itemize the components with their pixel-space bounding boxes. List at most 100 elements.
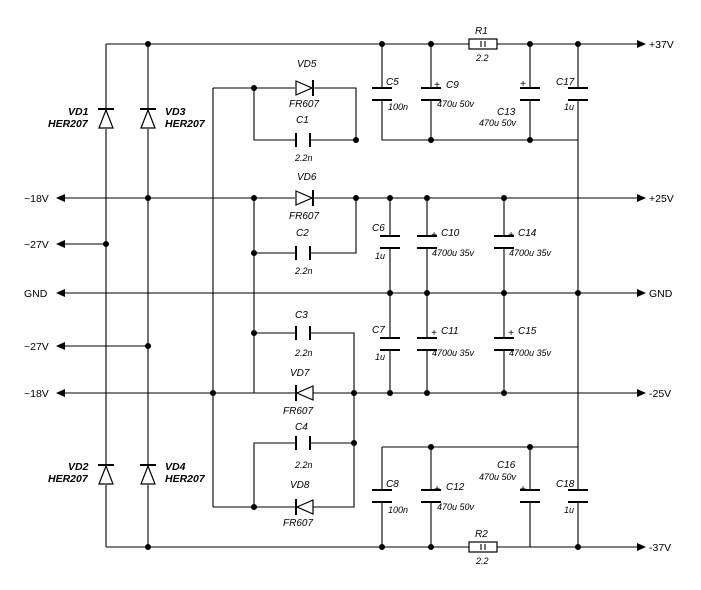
- ref-c18: C18: [556, 479, 575, 490]
- capacitor-c6: [380, 235, 400, 249]
- resistor-r1: [468, 38, 498, 50]
- capacitor-c1: [295, 133, 311, 147]
- label-ac18-top: ~18V: [24, 193, 49, 205]
- diode-vd7: [295, 385, 314, 401]
- capacitor-c2: [295, 246, 311, 260]
- ref-vd3: VD3: [165, 106, 186, 118]
- ref-c11: C11: [441, 326, 459, 337]
- ref-c7: C7: [372, 325, 385, 336]
- capacitor-c16: [520, 489, 540, 503]
- ref-c8: C8: [386, 479, 399, 490]
- arrow-ac27-top: [56, 240, 65, 248]
- label-p25: +25V: [649, 193, 674, 205]
- diode-vd2: [98, 464, 114, 485]
- capacitor-c3: [295, 326, 311, 340]
- label-m25: -25V: [649, 388, 671, 400]
- plus-c9: +: [434, 80, 440, 91]
- type-vd1: HER207: [48, 118, 89, 130]
- arrow-ac18-top: [56, 194, 65, 202]
- wires: [64, 43, 637, 548]
- ref-c9: C9: [446, 80, 459, 91]
- capacitor-c14: [494, 235, 514, 249]
- ref-vd8: VD8: [290, 480, 310, 491]
- arrow-ac18-bot: [56, 389, 65, 397]
- ref-r1: R1: [475, 26, 488, 37]
- plus-c11: +: [431, 328, 437, 339]
- value-c4: 2.2n: [294, 460, 313, 470]
- label-ac27-bot: ~27V: [24, 341, 49, 353]
- label-gnd-left: GND: [24, 288, 48, 300]
- ref-c13: C13: [497, 107, 516, 118]
- value-c9: 470u 50v: [437, 99, 475, 109]
- diode-vd5: [295, 80, 314, 96]
- label-ac18-bot: ~18V: [24, 388, 49, 400]
- value-c1: 2.2n: [294, 153, 313, 163]
- value-c7: 1u: [375, 352, 385, 362]
- capacitor-c7: [380, 337, 400, 351]
- ref-c3: C3: [295, 310, 308, 321]
- ref-vd7: VD7: [290, 368, 310, 379]
- plus-c12: +: [434, 484, 440, 495]
- plus-c15: +: [508, 328, 514, 339]
- ref-c5: C5: [386, 77, 399, 88]
- ref-vd2: VD2: [68, 461, 89, 473]
- plus-c10: +: [431, 230, 437, 241]
- label-p37: +37V: [649, 39, 674, 51]
- arrow-m37: [637, 543, 646, 551]
- ref-vd4: VD4: [165, 461, 186, 473]
- capacitor-c10: [417, 235, 437, 249]
- ref-c2: C2: [296, 228, 309, 239]
- diode-vd6: [295, 190, 314, 206]
- capacitor-c11: [417, 337, 437, 351]
- type-vd3: HER207: [165, 118, 206, 130]
- capacitor-c8: [372, 489, 392, 503]
- ref-c6: C6: [372, 223, 385, 234]
- type-vd7: FR607: [283, 406, 313, 417]
- label-ac27-top: ~27V: [24, 239, 49, 251]
- label-m37: -37V: [649, 542, 671, 554]
- value-c17: 1u: [564, 102, 574, 112]
- value-c13: 470u 50v: [479, 118, 517, 128]
- value-c6: 1u: [375, 251, 385, 261]
- type-vd2: HER207: [48, 473, 89, 485]
- rail-arrows: [56, 40, 646, 551]
- ref-c14: C14: [518, 228, 537, 239]
- type-vd6: FR607: [289, 211, 319, 222]
- diode-vd1: [98, 108, 114, 129]
- arrow-gnd-right: [637, 289, 646, 297]
- polarity-marks: + + + + + + + +: [431, 79, 526, 495]
- ref-c10: C10: [441, 228, 460, 239]
- type-vd5: FR607: [289, 99, 319, 110]
- ref-c16: C16: [497, 460, 516, 471]
- ref-vd5: VD5: [297, 59, 317, 70]
- ref-c4: C4: [295, 422, 308, 433]
- capacitor-c18: [568, 489, 588, 503]
- type-vd4: HER207: [165, 473, 206, 485]
- label-gnd-right: GND: [649, 288, 673, 300]
- value-c14: 4700u 35v: [509, 248, 552, 258]
- capacitor-c5: [372, 87, 392, 101]
- capacitor-c13: [520, 87, 540, 101]
- ref-r2: R2: [475, 529, 488, 540]
- capacitor-c15: [494, 337, 514, 351]
- value-c11: 4700u 35v: [432, 348, 475, 358]
- ref-vd6: VD6: [297, 172, 317, 183]
- value-c18: 1u: [564, 505, 574, 515]
- plus-c16: +: [520, 484, 526, 495]
- ref-vd1: VD1: [68, 106, 89, 118]
- value-r2: 2.2: [475, 556, 489, 566]
- value-c8: 100n: [388, 505, 408, 515]
- value-c12: 470u 50v: [437, 502, 475, 512]
- arrow-p37: [637, 40, 646, 48]
- capacitor-c4: [295, 436, 311, 450]
- value-c10: 4700u 35v: [432, 248, 475, 258]
- diode-vd3: [140, 108, 156, 129]
- arrow-m25: [637, 389, 646, 397]
- ref-c12: C12: [446, 482, 465, 493]
- diode-vd4: [140, 464, 156, 485]
- type-vd8: FR607: [283, 518, 313, 529]
- value-c15: 4700u 35v: [509, 348, 552, 358]
- junction-dots: [103, 41, 581, 550]
- arrow-gnd-left: [56, 289, 65, 297]
